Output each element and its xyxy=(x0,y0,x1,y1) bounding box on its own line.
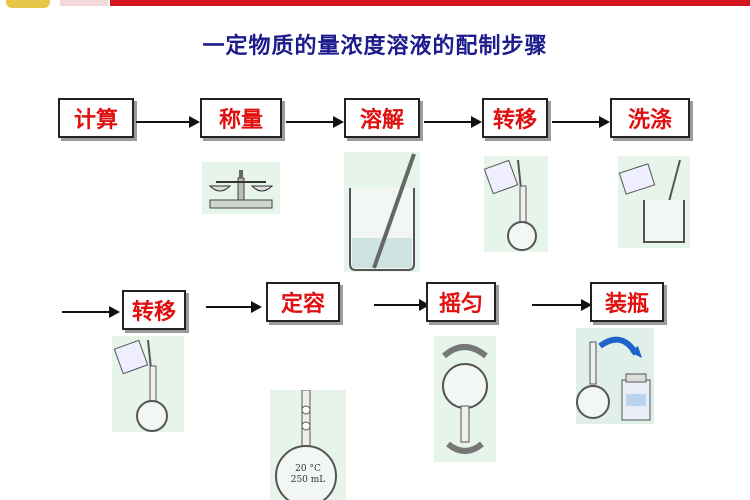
step-dissolve: 溶解 xyxy=(344,98,420,138)
arrow-7 xyxy=(374,299,430,311)
balance-image xyxy=(202,162,280,214)
arrow-1 xyxy=(136,116,200,128)
red-banner-bar xyxy=(110,0,750,6)
banner-accent xyxy=(60,0,108,6)
arrow-6 xyxy=(206,301,262,313)
step-calculate: 计算 xyxy=(58,98,134,138)
arrow-8 xyxy=(532,299,592,311)
page-title: 一定物质的量浓度溶液的配制步骤 xyxy=(202,34,548,59)
transfer-to-flask-image xyxy=(484,156,548,252)
shaking-flask-image xyxy=(434,336,496,462)
beaker-stirring-image xyxy=(344,152,420,272)
arrow-3 xyxy=(424,116,482,128)
bottling-image xyxy=(576,328,654,424)
washing-beaker-image xyxy=(618,156,690,248)
flask-temp-label: 20 °C xyxy=(295,464,321,474)
arrow-5 xyxy=(62,306,120,318)
step-transfer-2: 转移 xyxy=(122,290,186,330)
arrow-4 xyxy=(552,116,610,128)
step-shake: 摇匀 xyxy=(426,282,496,322)
step-bottle: 装瓶 xyxy=(590,282,664,322)
flask-volume-label: 250 mL xyxy=(290,475,326,485)
volumetric-flask-image: 20 °C 250 mL xyxy=(270,390,346,500)
step-weigh: 称量 xyxy=(200,98,282,138)
transfer-to-flask-image-2 xyxy=(112,336,184,432)
step-constant-volume: 定容 xyxy=(266,282,340,322)
logo xyxy=(6,0,50,8)
arrow-2 xyxy=(286,116,344,128)
step-wash: 洗涤 xyxy=(610,98,690,138)
top-banner xyxy=(0,0,750,8)
step-transfer: 转移 xyxy=(482,98,548,138)
